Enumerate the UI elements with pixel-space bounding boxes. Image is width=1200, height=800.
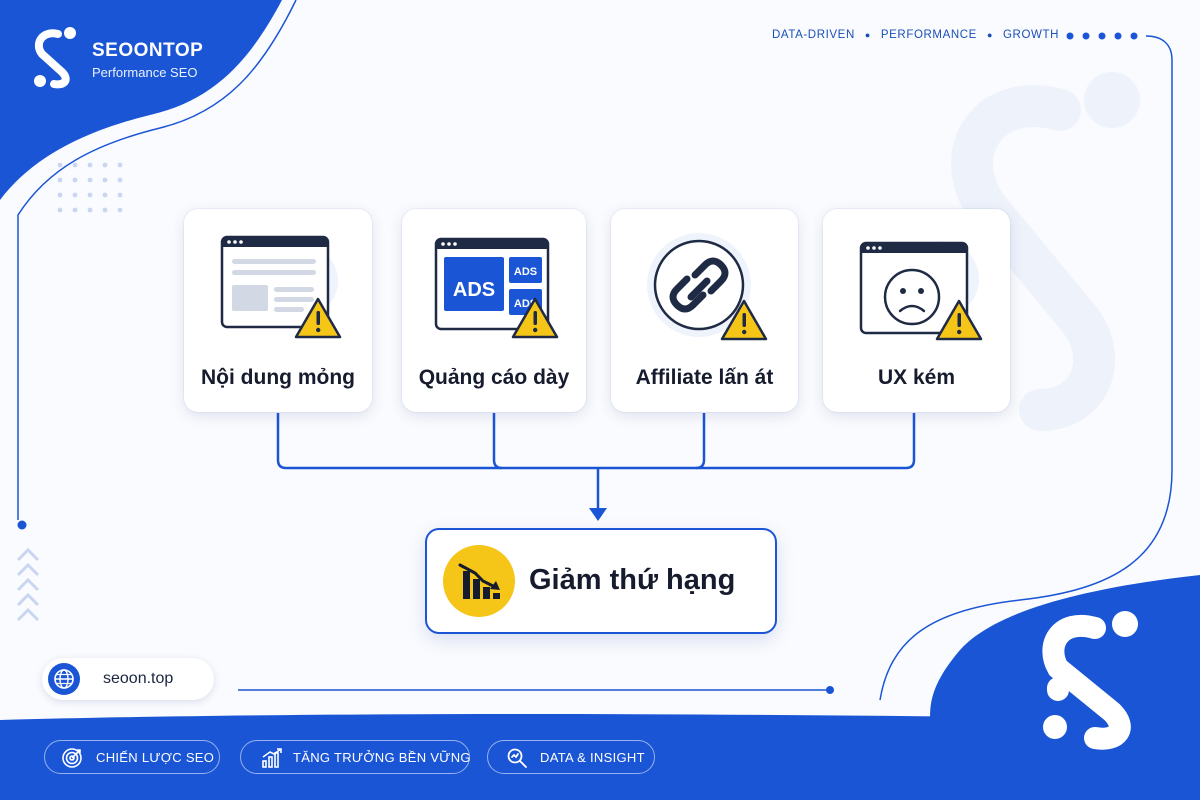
issue-label: UX kém [877, 366, 956, 389]
issue-card-thin-content: Nội dung mỏng [184, 209, 372, 412]
issue-card-affiliate: Affiliate lấn át [611, 209, 798, 412]
tagline-item: PERFORMANCE [880, 29, 977, 41]
footer-pill-label: TĂNG TRƯỞNG BỀN VỮNG [293, 750, 471, 765]
issue-label: Quảng cáo dày [418, 366, 570, 389]
ads-block-top-text: ADS [514, 266, 537, 278]
ads-block-main-text: ADS [453, 279, 495, 301]
footer-pill-data-insight: DATA & INSIGHT [487, 740, 655, 774]
tagline-separator: ● [864, 30, 871, 40]
issue-card-bad-ux: UX kém [823, 209, 1010, 412]
brand-name: SEOONTOP [92, 40, 204, 61]
footer-pill-label: CHIẾN LƯỢC SEO [96, 750, 215, 765]
issue-label: Affiliate lấn át [635, 366, 774, 389]
ads-heavy-page-icon: ADS ADS ADS [434, 237, 559, 339]
globe-icon [48, 663, 80, 695]
ranking-drop-chart-icon [443, 545, 515, 617]
target-icon [62, 748, 82, 768]
chain-link-icon [647, 233, 768, 341]
thin-content-page-icon [220, 235, 342, 339]
brand-block: SEOONTOP Performance SEO [92, 40, 203, 80]
magnifier-icon [507, 748, 527, 768]
site-url-pill[interactable]: seoon.top [42, 658, 214, 700]
tagline-item: DATA-DRIVEN [772, 29, 855, 41]
sad-face-window-icon [859, 241, 983, 341]
tagline-item: GROWTH [1003, 29, 1059, 41]
issue-label: Nội dung mỏng [201, 366, 355, 389]
site-url[interactable]: seoon.top [103, 670, 174, 687]
footer-pill-label: DATA & INSIGHT [540, 750, 645, 765]
issue-card-heavy-ads: ADS ADS ADS Quảng cáo dày [402, 209, 586, 412]
brand-subtitle: Performance SEO [92, 65, 198, 80]
tagline-separator: ● [986, 30, 993, 40]
growth-chart-icon [262, 748, 282, 768]
result-label: Giảm thứ hạng [529, 564, 736, 596]
result-box-ranking-drop: Giảm thứ hạng [425, 528, 777, 634]
tagline: DATA-DRIVEN ● PERFORMANCE ● GROWTH [772, 29, 1059, 41]
footer-pill-sustainable-growth: TĂNG TRƯỞNG BỀN VỮNG [240, 740, 470, 774]
footer-pill-seo-strategy: CHIẾN LƯỢC SEO [44, 740, 220, 774]
seoontop-logo-icon [34, 27, 76, 89]
